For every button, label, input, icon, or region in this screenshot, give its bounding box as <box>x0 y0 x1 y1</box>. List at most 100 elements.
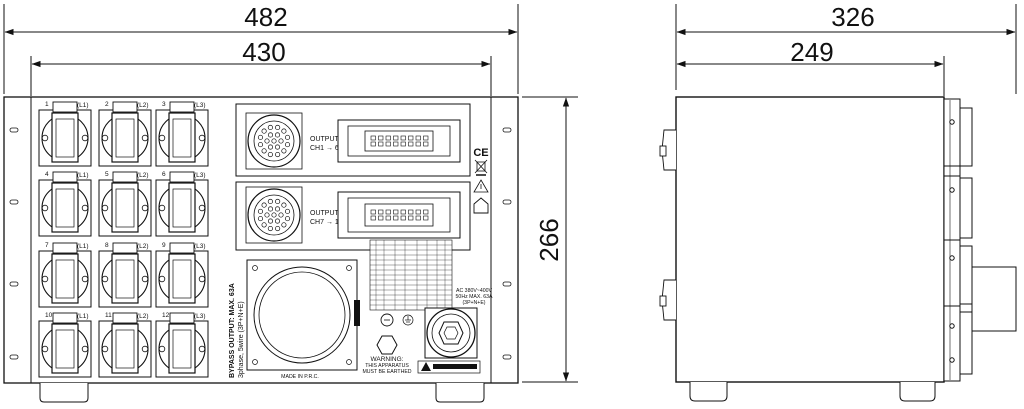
connector-pin <box>284 208 291 214</box>
connector-pin <box>274 218 281 224</box>
socket-lid-inner <box>115 329 135 369</box>
socket-screw-left <box>158 275 166 283</box>
socket-number: 4 <box>45 171 49 178</box>
socket-8: 8(L2) <box>98 242 152 308</box>
input-rating-line-1: AC 380V~400V <box>456 288 492 294</box>
connector-pin <box>281 202 287 208</box>
side-bypass-protrusion <box>971 266 1017 332</box>
connector-pin <box>274 144 281 150</box>
socket-screw-right <box>141 275 149 283</box>
socket-phase: (L1) <box>77 172 89 179</box>
connector-pin <box>257 208 264 214</box>
socket-screw-left <box>41 275 49 283</box>
connector-pin <box>271 212 277 218</box>
socket-lid-inner <box>172 188 192 228</box>
front-width-outer-dimension: 482 <box>3 2 519 94</box>
socket-phase: (L1) <box>77 243 89 250</box>
socket-screw-left <box>158 204 166 212</box>
socket-1: 1(L1) <box>38 101 92 167</box>
multipin-contact <box>423 209 429 215</box>
front-width-inner-value: 430 <box>242 37 285 67</box>
front-panel: 1(L1)2(L2)3(L3)4(L1)5(L2)6(L3)7(L1)8(L2)… <box>3 96 519 403</box>
bypass-cee-socket <box>246 259 360 371</box>
front-feet <box>39 383 485 403</box>
socket-6: 6 (L3) <box>155 171 209 237</box>
socket-screw-right <box>198 275 206 283</box>
multipin-contact <box>370 135 376 141</box>
earth-ground-icon <box>402 314 414 326</box>
socket-lid-inner <box>55 259 75 299</box>
socket-12: 12 (L3) <box>155 312 209 378</box>
connector-pin <box>261 128 267 134</box>
connector-pin <box>267 225 273 232</box>
socket-2: 2(L2) <box>98 101 152 167</box>
socket-number: 12 <box>162 312 170 319</box>
connector-pin <box>267 144 274 150</box>
side-depth-inner-dimension: 249 <box>676 37 945 96</box>
socket-lid-hinge <box>52 242 78 254</box>
schuko-socket-grid: 1(L1)2(L2)3(L3)4(L1)5(L2)6(L3)7(L1)8(L2)… <box>38 101 209 378</box>
connector-pin <box>284 134 291 140</box>
connector-pin <box>278 212 284 218</box>
connector-pin <box>284 142 291 148</box>
socket-lid-hinge <box>52 171 78 183</box>
socket-number: 10 <box>45 312 53 319</box>
socket-screw-left <box>41 345 49 353</box>
side-depth-outer-dimension: 326 <box>675 2 1017 94</box>
multipin-contact <box>385 141 391 147</box>
rack-ear-slots-right <box>502 127 512 360</box>
socket-lid-inner <box>172 329 192 369</box>
connector-pin <box>281 148 287 154</box>
output-channels-upper: CH1 → 6 <box>310 145 339 152</box>
socket-lid-inner <box>55 188 75 228</box>
connector-pin <box>267 151 273 158</box>
front-width-inner-dimension: 430 <box>30 37 492 96</box>
socket-lid-hinge <box>169 101 195 113</box>
connector-pin <box>271 138 277 144</box>
socket-phase: (L2) <box>137 172 149 179</box>
socket-phase: (L3) <box>194 243 206 250</box>
multipin-contact <box>400 209 406 215</box>
input-power-connector <box>424 307 478 359</box>
socket-screw-left <box>41 134 49 142</box>
socket-screw-right <box>81 275 89 283</box>
socket-screw-right <box>81 134 89 142</box>
socket-lid-inner <box>55 118 75 158</box>
socket-lid-hinge <box>112 242 138 254</box>
socket-phase: (L3) <box>194 313 206 320</box>
socket-screw-left <box>41 204 49 212</box>
connector-pin <box>257 216 264 222</box>
connector-pin <box>267 218 274 224</box>
socket-lid-hinge <box>169 312 195 324</box>
connector-pin <box>281 128 287 134</box>
multipin-contact <box>393 215 399 221</box>
socket-screw-right <box>198 134 206 142</box>
socket-screw-right <box>141 345 149 353</box>
height-dimension: 266 <box>522 96 578 383</box>
multipin-contact <box>378 135 384 141</box>
socket-phase: (L3) <box>194 172 206 179</box>
socket-phase: (L2) <box>137 313 149 320</box>
socket-number: 5 <box>105 171 109 178</box>
connector-pin <box>275 225 281 232</box>
socket-9: 9 (L3) <box>155 242 209 308</box>
socket-lid-hinge <box>52 101 78 113</box>
socket-number: 9 <box>162 242 166 249</box>
connector-pin <box>264 138 270 144</box>
socket-number: 7 <box>45 242 49 249</box>
output-label-lower: OUTPUT <box>310 210 340 217</box>
warning-title: WARNING: <box>371 356 404 363</box>
input-rating: AC 380V~400V 50Hz MAX. 63A (3P+N+E) <box>456 288 493 306</box>
socket-lid-inner <box>172 259 192 299</box>
connector-pin <box>257 142 264 148</box>
socket-screw-right <box>81 204 89 212</box>
warning-line-2: MUST BE EARTHED <box>362 369 411 375</box>
socket-screw-left <box>158 134 166 142</box>
connector-pin <box>264 212 270 218</box>
multipin-contact <box>415 141 421 147</box>
multipin-contact <box>393 141 399 147</box>
multipin-contact <box>408 141 414 147</box>
connector-pin <box>267 206 274 212</box>
socket-phase: (L1) <box>77 102 89 109</box>
socket-number: 6 <box>162 171 166 178</box>
